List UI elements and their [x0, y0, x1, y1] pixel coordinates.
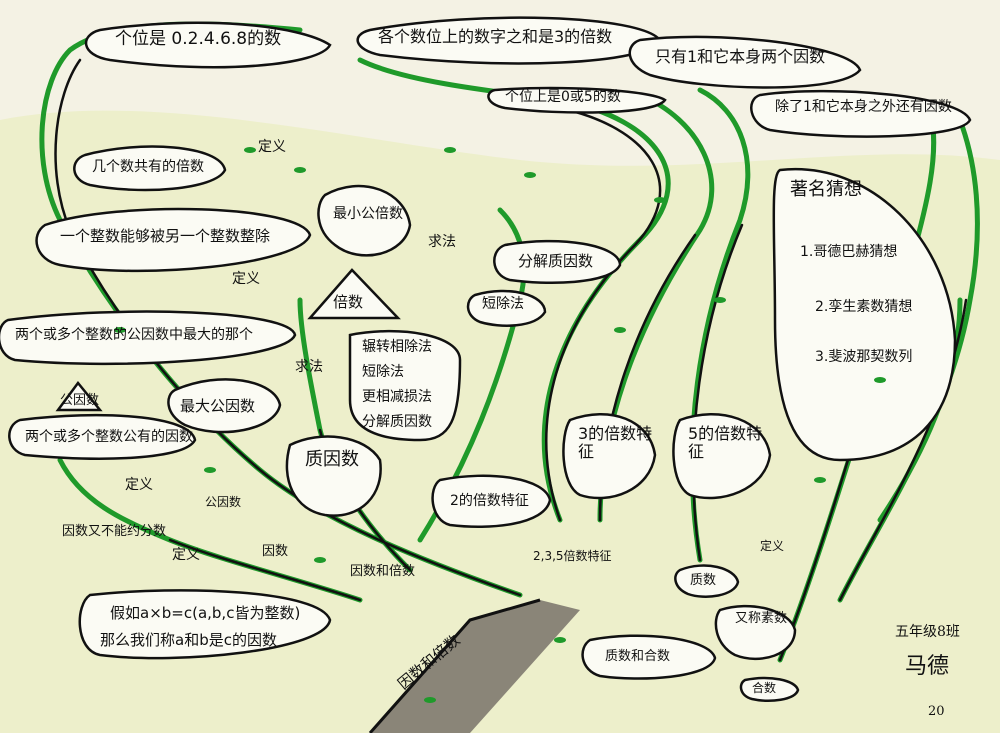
node-definition: 定义 [258, 139, 286, 155]
node-guess-twin-prime: 2.孪生素数猜想 [815, 299, 913, 315]
node-gcd: 最大公因数 [180, 397, 256, 415]
node-method: 求法 [295, 359, 323, 375]
node-divisible-definition: 一个整数能够被另一个整数整除 [60, 227, 271, 245]
node-multiple: 倍数 [333, 293, 364, 311]
node-definition: 定义 [232, 271, 260, 287]
node-common-factor: 公因数 [205, 495, 242, 509]
node-famous-guesses-title: 著名猜想 [790, 179, 862, 200]
node-factorize: 分解质因数 [518, 252, 594, 270]
node-guess-fibonacci: 3.斐波那契数列 [815, 349, 913, 365]
trunk-edge [368, 598, 541, 733]
node-factor-formula: 假如a×b=c(a,b,c皆为整数) [110, 604, 301, 622]
node-multiple-of-3: 各个数位上的数字之和是3的倍数 [378, 27, 613, 46]
author-number: 20 [928, 704, 945, 719]
node-factor-formula: 那么我们称a和b是c的因数 [100, 631, 277, 649]
node-multiple-of-5: 个位上是0或5的数 [505, 89, 621, 105]
node-short-division: 短除法 [482, 296, 524, 312]
node-common-multiple: 几个数共有的倍数 [92, 159, 204, 175]
node-definition: 定义 [172, 547, 200, 563]
node-definition: 定义 [760, 539, 785, 553]
node-feature-2: 2的倍数特征 [450, 493, 529, 509]
node-prime-and-composite: 质数和合数 [605, 649, 671, 664]
node-method: 求法 [428, 234, 456, 250]
author-class: 五年级8班 [895, 624, 960, 640]
node-factor-short: 因数又不能约分数 [62, 524, 167, 539]
leaf-bubbles [0, 16, 972, 702]
node-composite-definition: 除了1和它本身之外还有因数 [775, 99, 952, 115]
node-short-division: 短除法 [362, 364, 404, 380]
multiple-triangle [307, 268, 401, 320]
node-multiple-of-2: 个位是 0.2.4.6.8的数 [115, 29, 282, 49]
node-gcd-definition: 两个或多个整数的公因数中最大的那个 [15, 327, 253, 343]
node-composite-number: 合数 [752, 681, 777, 695]
node-prime-definition: 只有1和它本身两个因数 [655, 47, 826, 66]
common-factor-triangle [55, 380, 103, 412]
node-twin-prime-alias: 又称素数 [735, 611, 788, 626]
small-leaves [114, 147, 886, 703]
node-factorize: 分解质因数 [362, 414, 432, 430]
node-feature-5: 5的倍数特征 [688, 424, 763, 461]
author-name: 马德 [905, 654, 950, 679]
node-factor: 因数 [262, 544, 289, 559]
node-feature-235: 2,3,5倍数特征 [533, 549, 612, 563]
node-common-factor-definition: 两个或多个整数公有的因数 [25, 429, 193, 445]
node-factor-and-multiple: 因数和倍数 [350, 564, 416, 579]
node-guess-goldbach: 1.哥德巴赫猜想 [800, 244, 898, 260]
background-wash [0, 110, 1000, 733]
tree-trunk [370, 600, 580, 733]
node-definition: 定义 [125, 477, 153, 493]
node-subtraction: 更相减损法 [362, 389, 432, 405]
node-prime-factor: 质因数 [305, 449, 359, 470]
node-common-factor: 公因数 [60, 393, 100, 408]
node-prime-number: 质数 [690, 573, 717, 588]
node-lcm: 最小公倍数 [333, 206, 403, 222]
node-euclid: 辗转相除法 [362, 339, 432, 355]
node-feature-3: 3的倍数特征 [578, 424, 653, 461]
